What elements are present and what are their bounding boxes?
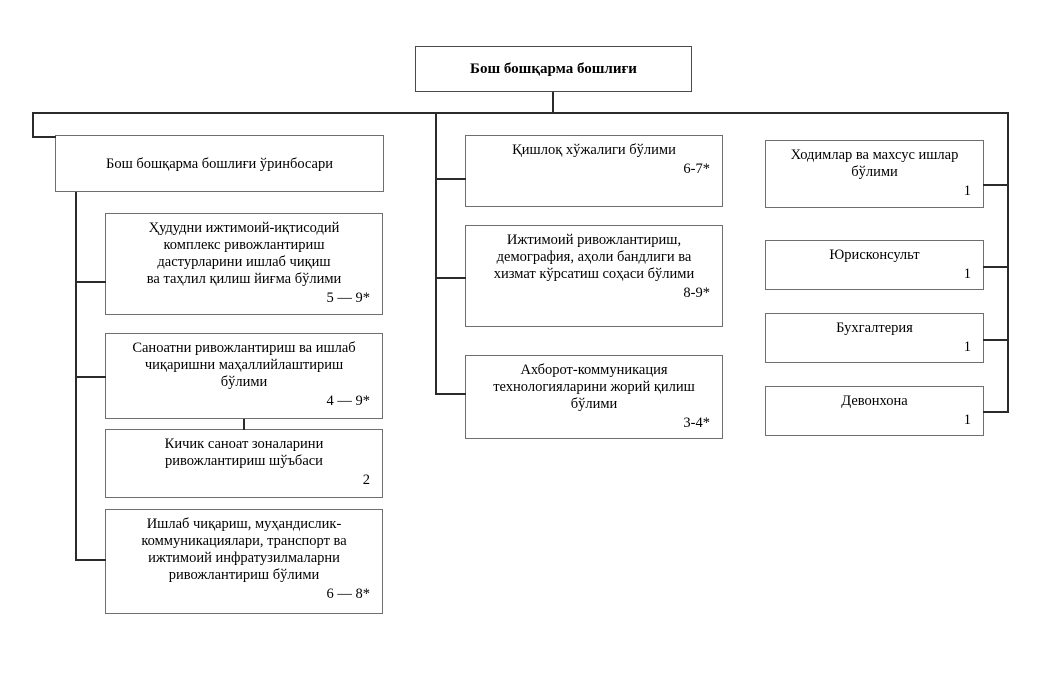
node-middle-2: Ижтимоий ривожлантириш, демография, аҳол…: [465, 225, 723, 327]
node-label: Саноатни ривожлантириш ва ишлаб чиқаришн…: [132, 340, 356, 391]
node-left-4: Ишлаб чиқариш, муҳандислик- коммуникация…: [105, 509, 383, 614]
connector-right-3: [983, 339, 1009, 341]
node-label: Девонхона: [841, 393, 908, 409]
node-count: 1: [963, 412, 971, 429]
node-count: 8-9*: [683, 285, 710, 302]
node-right-2: Юрисконсульт 1: [765, 240, 984, 290]
node-left-3: Кичик саноат зоналарини ривожлантириш шў…: [105, 429, 383, 498]
connector-left-1: [75, 281, 106, 283]
node-right-3: Бухгалтерия 1: [765, 313, 984, 363]
node-left-2: Саноатни ривожлантириш ва ишлаб чиқаришн…: [105, 333, 383, 419]
connector-right-1: [983, 184, 1009, 186]
node-label: Ходимлар ва махсус ишлар бўлими: [790, 147, 959, 181]
node-label: Қишлоқ хўжалиги бўлими: [512, 142, 676, 158]
connector-left-drop: [32, 112, 34, 136]
connector-middle-2: [435, 277, 466, 279]
node-root-head: Бош бошқарма бошлиғи: [415, 46, 692, 92]
connector-right-4: [983, 411, 1009, 413]
node-label: Ишлаб чиқариш, муҳандислик- коммуникация…: [141, 516, 347, 584]
node-label: Ҳудудни ижтимоий-иқтисодий комплекс риво…: [146, 220, 342, 288]
node-count: 1: [963, 339, 971, 356]
node-label: Бухгалтерия: [836, 320, 913, 336]
node-left-1: Ҳудудни ижтимоий-иқтисодий комплекс риво…: [105, 213, 383, 315]
connector-left-4: [75, 559, 106, 561]
node-count: 5 — 9*: [326, 290, 371, 307]
node-label: Бош бошқарма бошлиғи ўринбосари: [106, 155, 333, 172]
node-label: Юрисконсульт: [829, 247, 920, 263]
node-label: Кичик саноат зоналарини ривожлантириш шў…: [164, 436, 324, 470]
node-count: 6 — 8*: [326, 586, 371, 603]
connector-middle-1: [435, 178, 466, 180]
connector-right-2: [983, 266, 1009, 268]
node-label: Ахборот-коммуникация технологияларини жо…: [493, 362, 695, 413]
connector-middle-3: [435, 393, 466, 395]
node-label: Бош бошқарма бошлиғи: [470, 61, 637, 78]
node-count: 1: [963, 183, 971, 200]
connector-middle-spine: [435, 112, 437, 394]
node-right-1: Ходимлар ва махсус ишлар бўлими 1: [765, 140, 984, 208]
node-count: 6-7*: [683, 161, 710, 178]
node-middle-3: Ахборот-коммуникация технологияларини жо…: [465, 355, 723, 439]
node-count: 3-4*: [683, 415, 710, 432]
connector-root-stem: [552, 92, 554, 113]
connector-right-spine: [1007, 112, 1009, 411]
node-middle-1: Қишлоқ хўжалиги бўлими 6-7*: [465, 135, 723, 207]
node-count: 4 — 9*: [326, 393, 371, 410]
connector-deputy-in: [32, 136, 56, 138]
node-deputy-head: Бош бошқарма бошлиғи ўринбосари: [55, 135, 384, 192]
connector-main-bus: [32, 112, 1009, 114]
connector-left-2: [75, 376, 106, 378]
node-label: Ижтимоий ривожлантириш, демография, аҳол…: [493, 232, 695, 283]
node-count: 1: [963, 266, 971, 283]
node-count: 2: [362, 472, 370, 489]
connector-left-2-to-3: [243, 419, 245, 430]
node-right-4: Девонхона 1: [765, 386, 984, 436]
